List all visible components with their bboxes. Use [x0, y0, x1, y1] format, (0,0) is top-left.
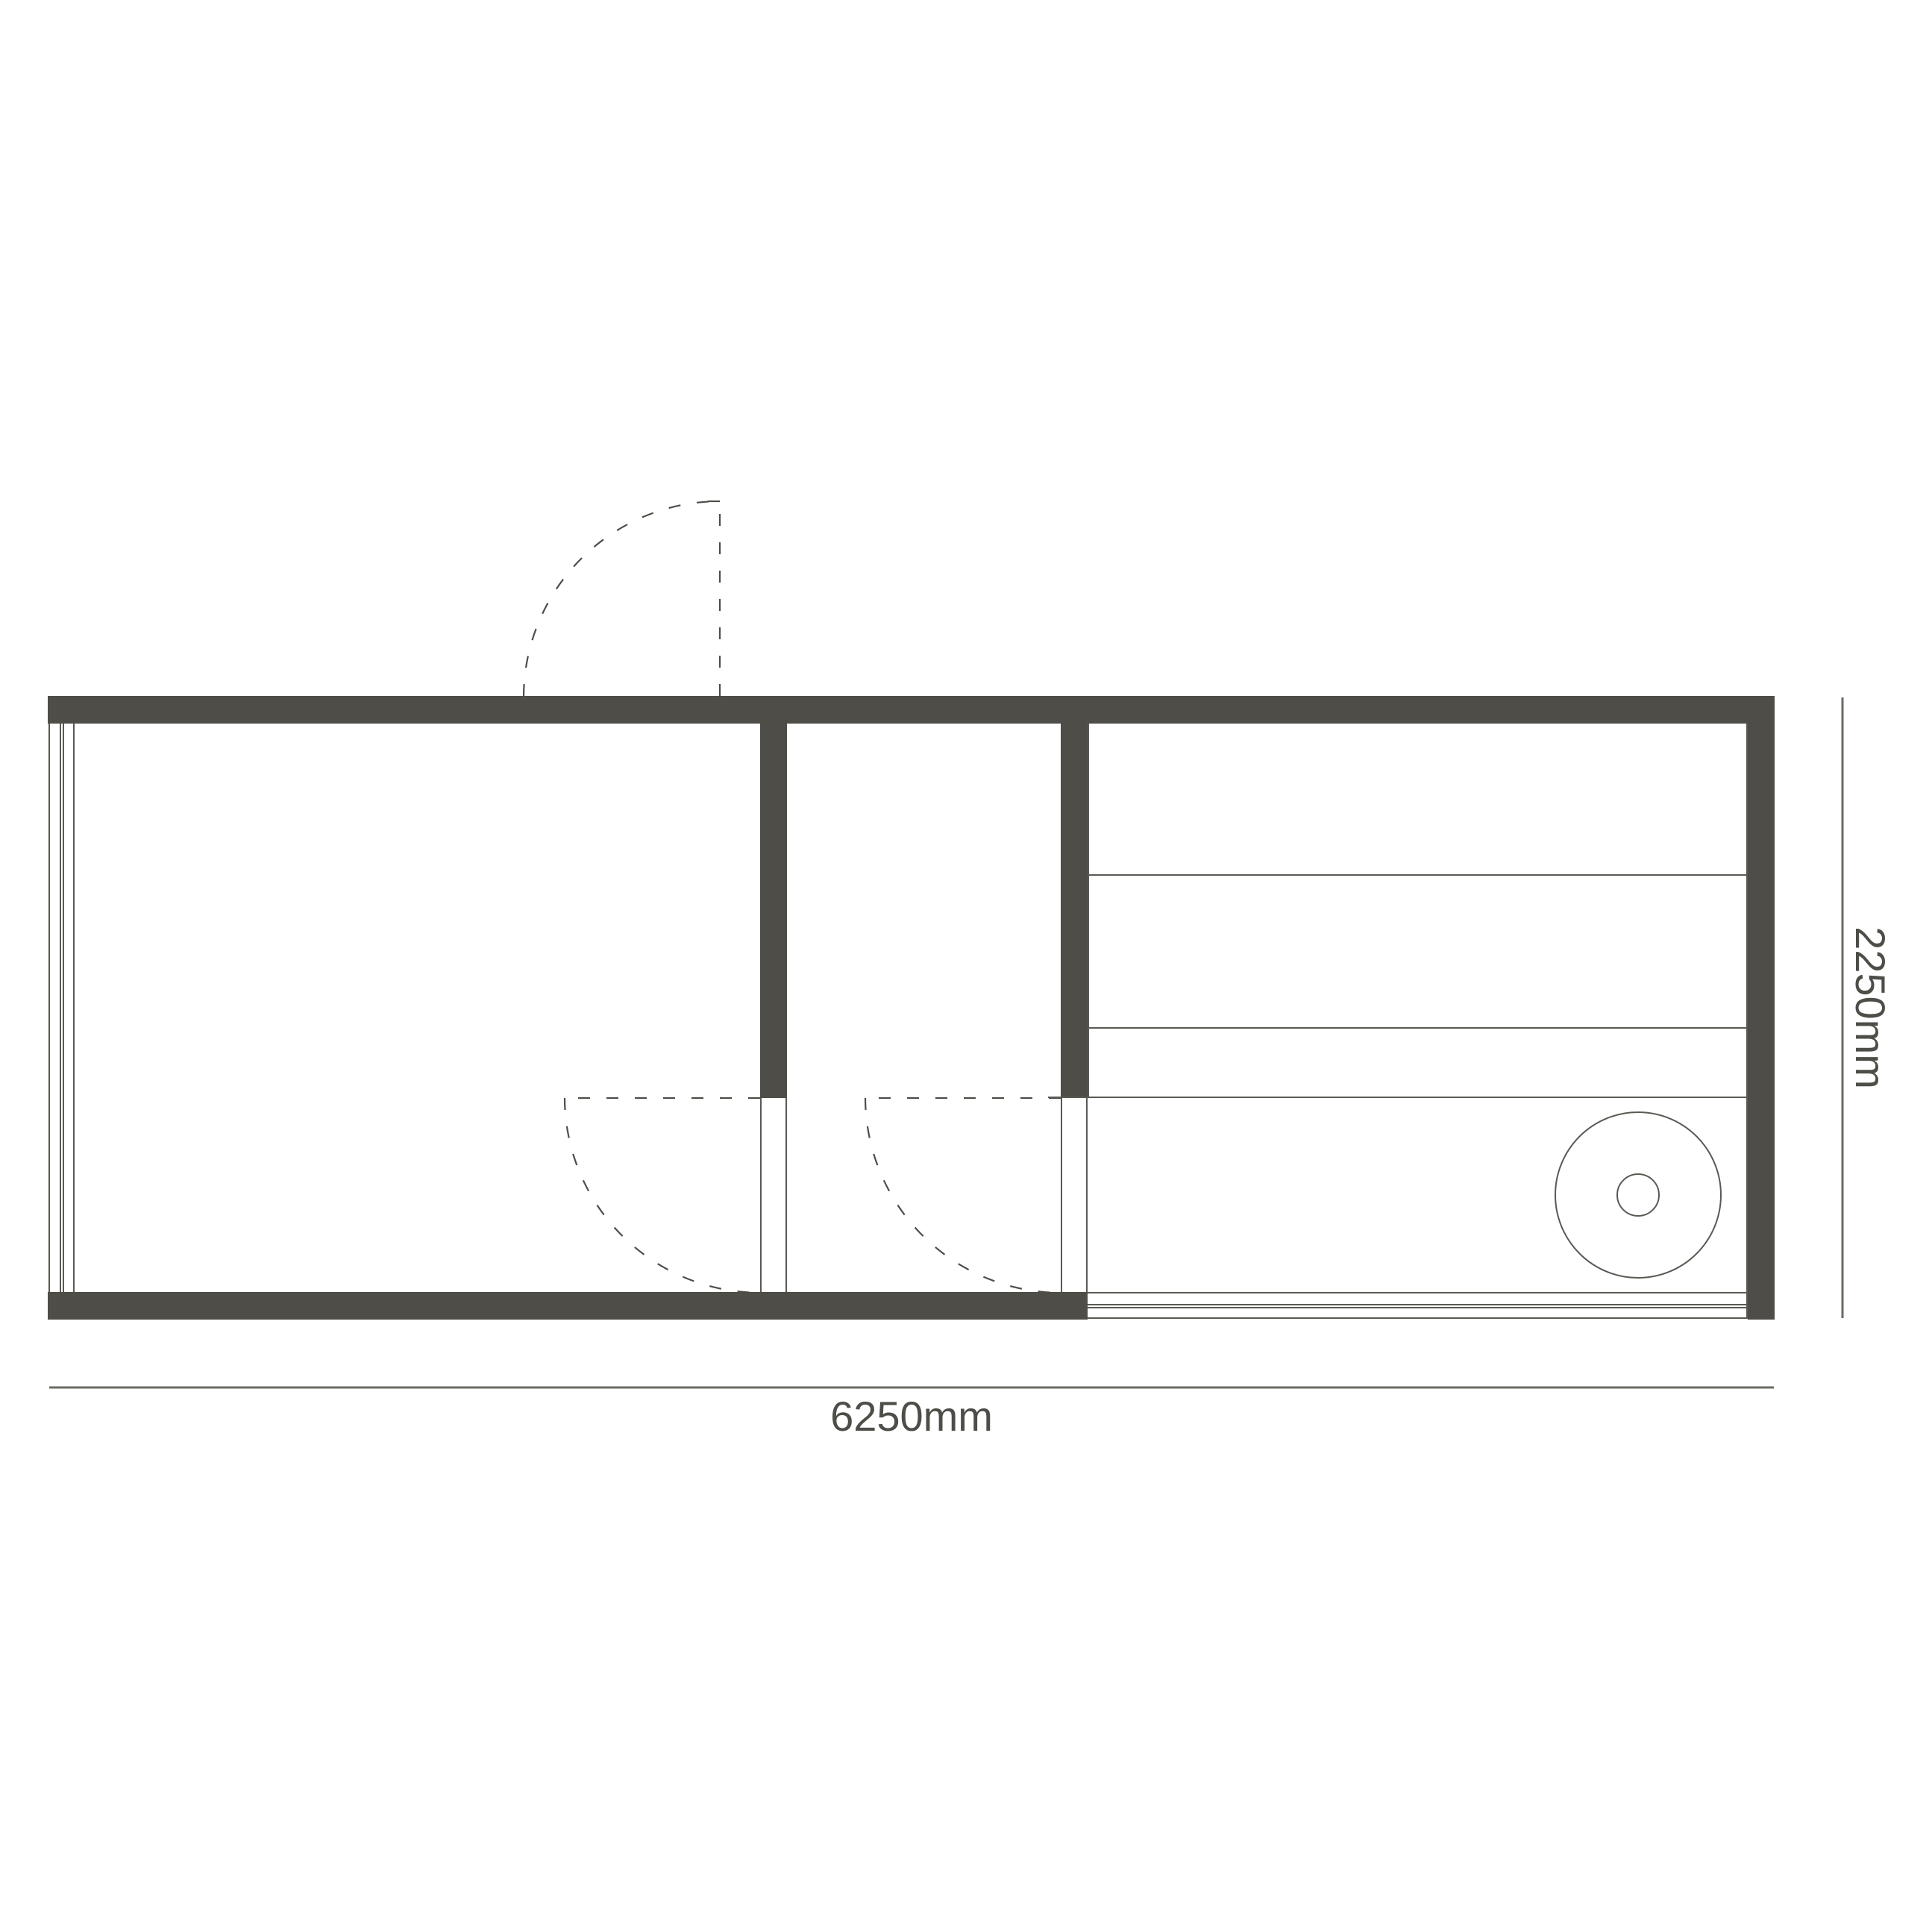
- right-wall: [1748, 696, 1775, 1320]
- left-window: [48, 724, 75, 1292]
- bottom-wall: [48, 1292, 1088, 1320]
- entrance-door: [522, 500, 721, 697]
- top-wall: [48, 696, 1775, 724]
- interior-wall-1: [760, 722, 787, 1098]
- height-dimension-label: 2250mm: [1847, 926, 1894, 1089]
- room-door: [563, 1097, 761, 1294]
- door-jamb-1: [760, 1098, 787, 1292]
- right-room: [1048, 724, 1748, 1319]
- width-dimension-label: 6250mm: [830, 1393, 993, 1440]
- middle-door: [864, 1097, 1061, 1294]
- interior-wall-2: [1061, 722, 1088, 1098]
- round-fixture-icon: [1555, 1111, 1722, 1279]
- door-jamb-2: [1061, 1098, 1088, 1292]
